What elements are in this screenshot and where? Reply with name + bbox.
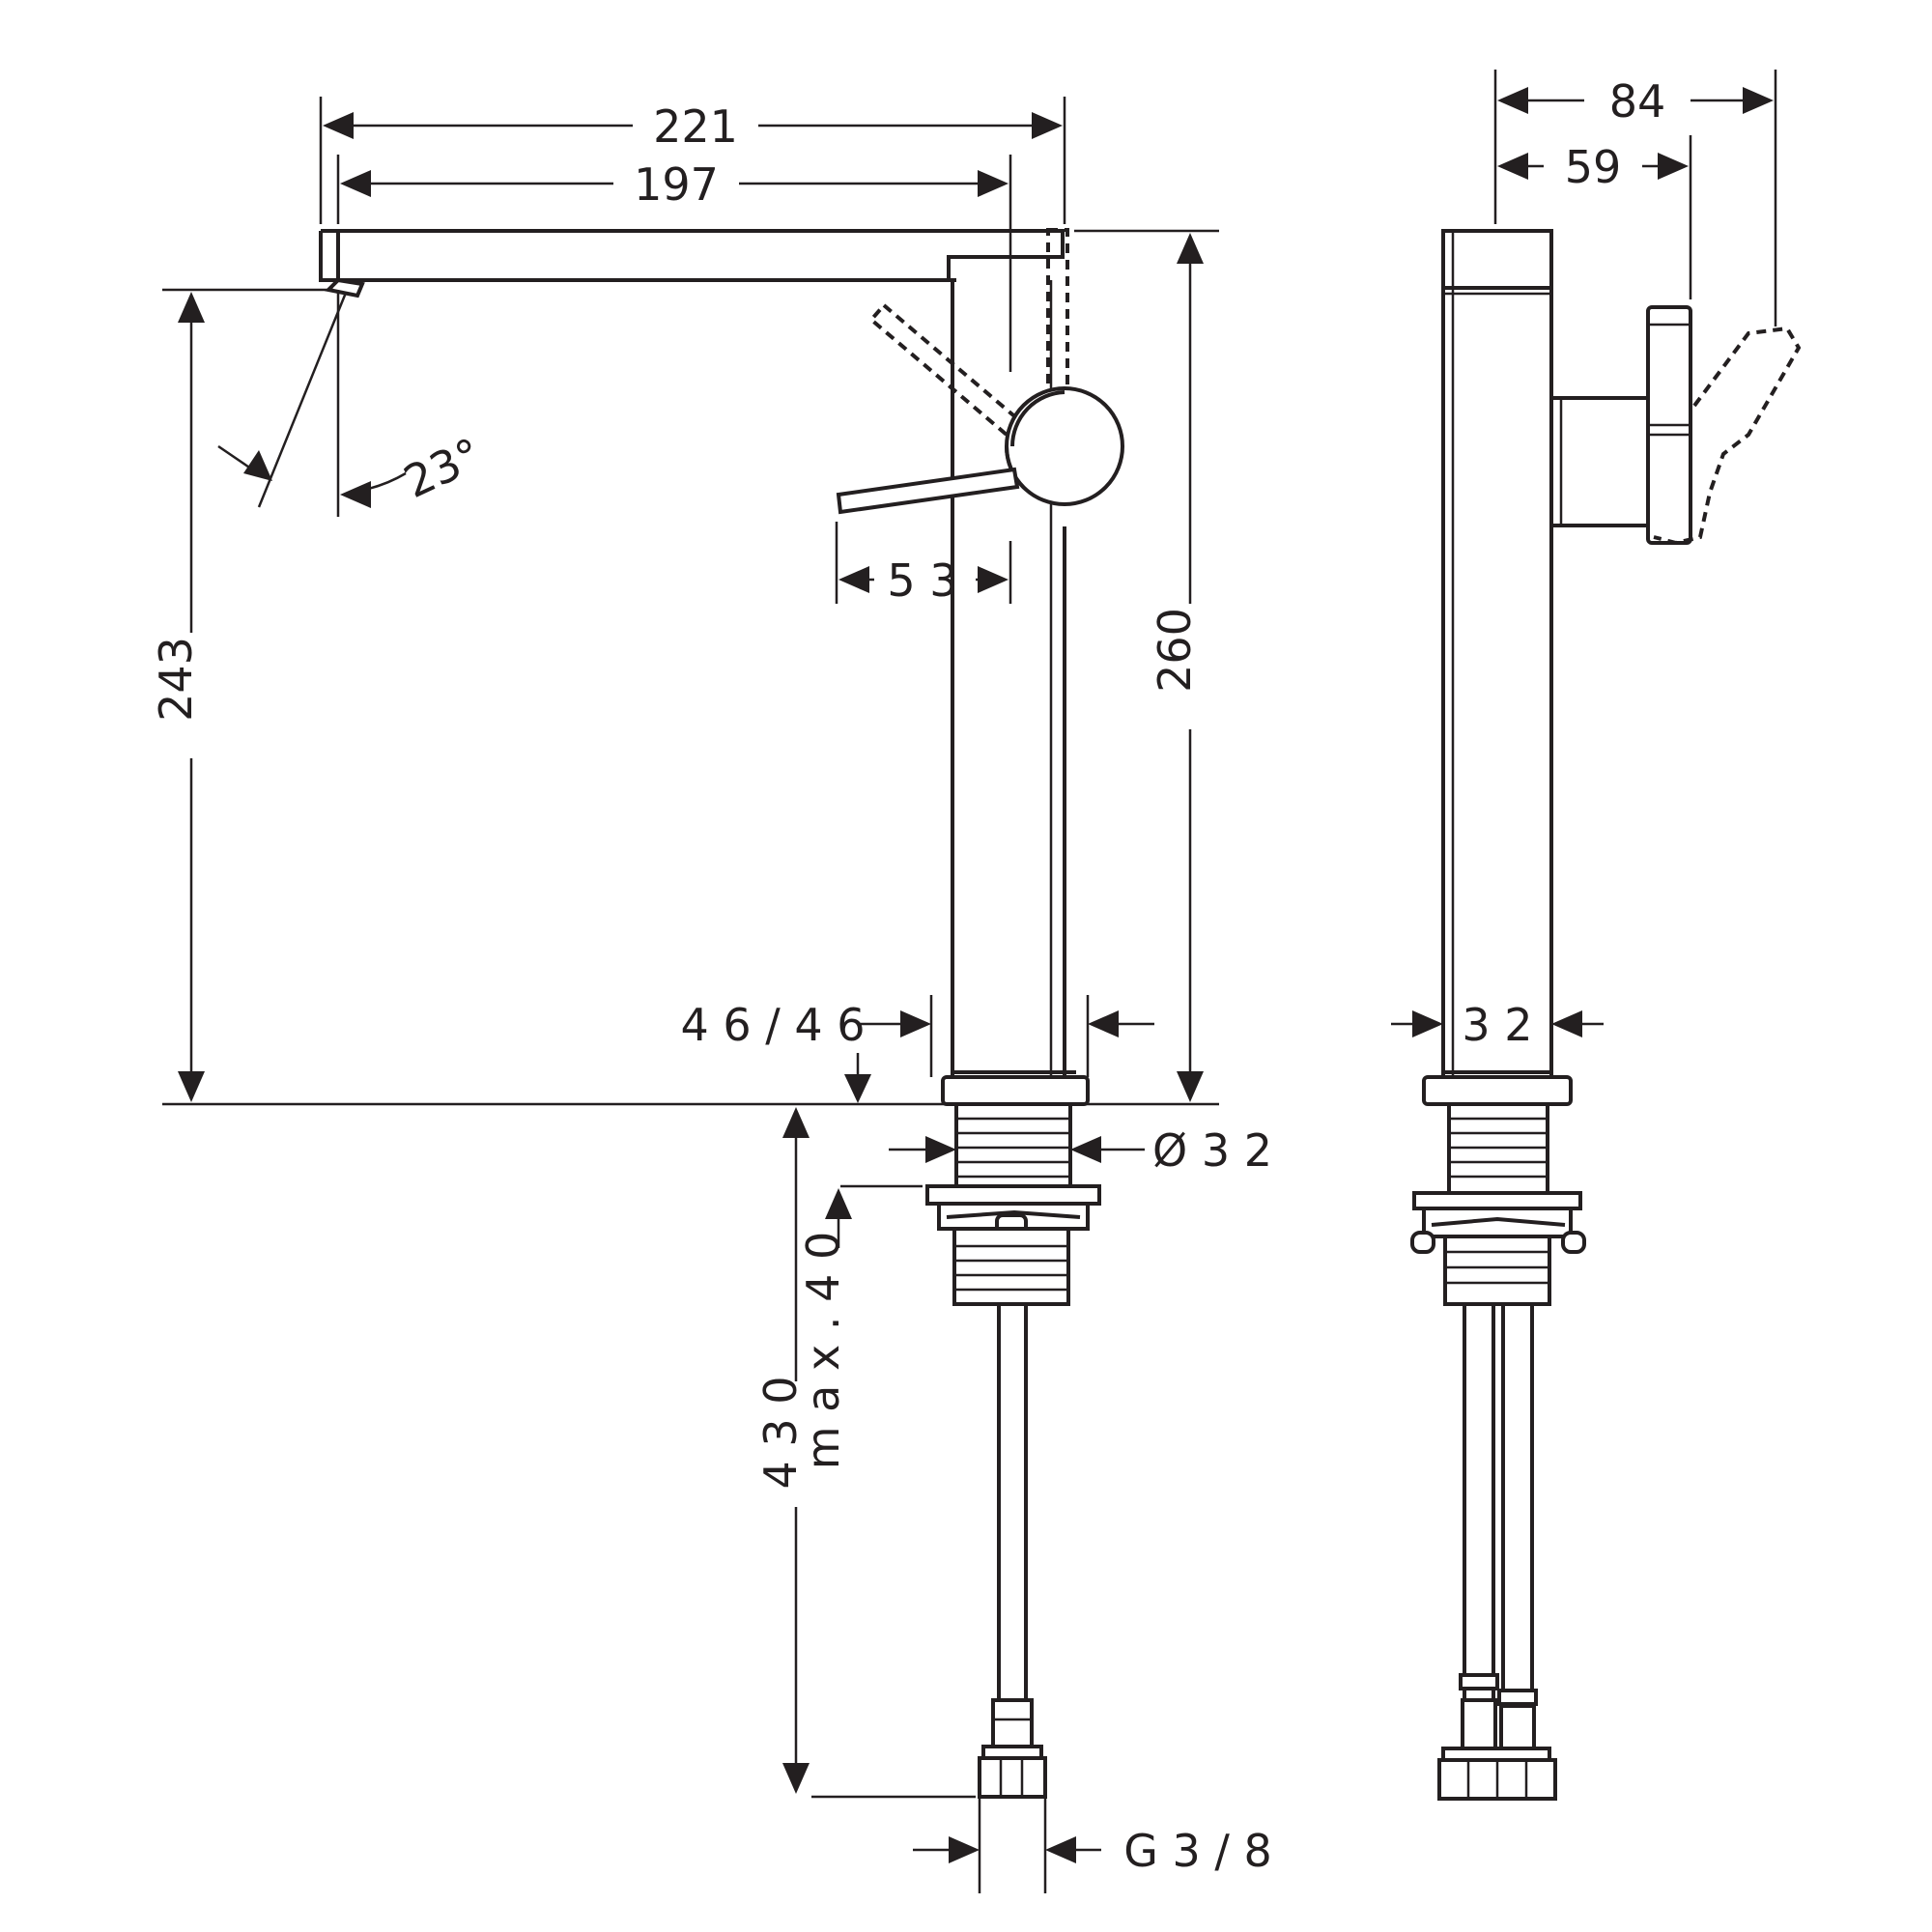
side-supply-hoses bbox=[1437, 1304, 1557, 1801]
side-lever-alt-position bbox=[1653, 326, 1802, 546]
supply-hose bbox=[978, 1304, 1047, 1799]
side-threaded-shank bbox=[1447, 1102, 1549, 1195]
lower-shank bbox=[952, 1227, 1070, 1306]
dim-g-3-8: G 3 / 8 bbox=[913, 1825, 1272, 1877]
dim-23-text: 23° bbox=[396, 428, 490, 508]
dim-32-side: 3 2 bbox=[1391, 999, 1604, 1051]
dim-max-40-text: m a x . 4 0 bbox=[797, 1232, 849, 1470]
dim-46-46-text: 4 6 / 4 6 bbox=[680, 999, 865, 1051]
side-body bbox=[1441, 229, 1553, 1079]
dim-221-text: 221 bbox=[653, 100, 738, 153]
dim-430-text: 4 3 0 bbox=[754, 1376, 807, 1489]
dim-53-text: 5 3 bbox=[887, 554, 957, 607]
side-mounting-nut bbox=[1410, 1191, 1586, 1254]
dim-g-3-8-text: G 3 / 8 bbox=[1123, 1825, 1272, 1877]
dim-243-text: 243 bbox=[150, 637, 202, 722]
dim-59: 59 bbox=[1497, 141, 1689, 193]
side-dimensions: 84 59 3 2 bbox=[1391, 70, 1777, 1051]
dim-diameter-32: Ø 3 2 bbox=[889, 1124, 1272, 1177]
dim-53: 5 3 bbox=[838, 554, 1009, 607]
side-lever-plate bbox=[1646, 305, 1692, 545]
dim-260: 260 bbox=[1149, 233, 1204, 1102]
side-view bbox=[1410, 229, 1802, 1801]
front-dimensions: 221 197 23° 5 3 bbox=[150, 97, 1272, 1893]
dim-221: 221 bbox=[323, 100, 1063, 153]
side-lower-shank bbox=[1443, 1235, 1551, 1306]
dim-197-text: 197 bbox=[634, 158, 719, 211]
lever-alt-position-vertical bbox=[1046, 228, 1069, 396]
dim-32-side-text: 3 2 bbox=[1462, 999, 1532, 1051]
side-lever-hub bbox=[1549, 396, 1650, 527]
dim-197: 197 bbox=[340, 158, 1009, 211]
dim-max-40: m a x . 4 0 bbox=[797, 1188, 852, 1469]
dim-59-text: 59 bbox=[1565, 141, 1622, 193]
spout bbox=[319, 229, 1065, 526]
dim-430: 4 3 0 bbox=[754, 1107, 810, 1794]
lever-handle bbox=[836, 467, 1020, 515]
dim-260-text: 260 bbox=[1149, 608, 1201, 693]
front-view bbox=[319, 228, 1124, 1799]
dim-243: 243 bbox=[150, 292, 205, 1102]
threaded-shank bbox=[954, 1102, 1072, 1188]
dim-84-text: 84 bbox=[1609, 75, 1666, 128]
dim-84: 84 bbox=[1497, 75, 1774, 128]
dim-diameter-32-text: Ø 3 2 bbox=[1152, 1124, 1272, 1177]
side-base-ring bbox=[1422, 1075, 1573, 1106]
lever-alt-position-diagonal bbox=[868, 302, 1022, 438]
dim-46-46: 4 6 / 4 6 bbox=[680, 999, 1154, 1103]
base-ring bbox=[941, 1075, 1090, 1106]
dim-23-degree: 23° bbox=[217, 292, 490, 508]
